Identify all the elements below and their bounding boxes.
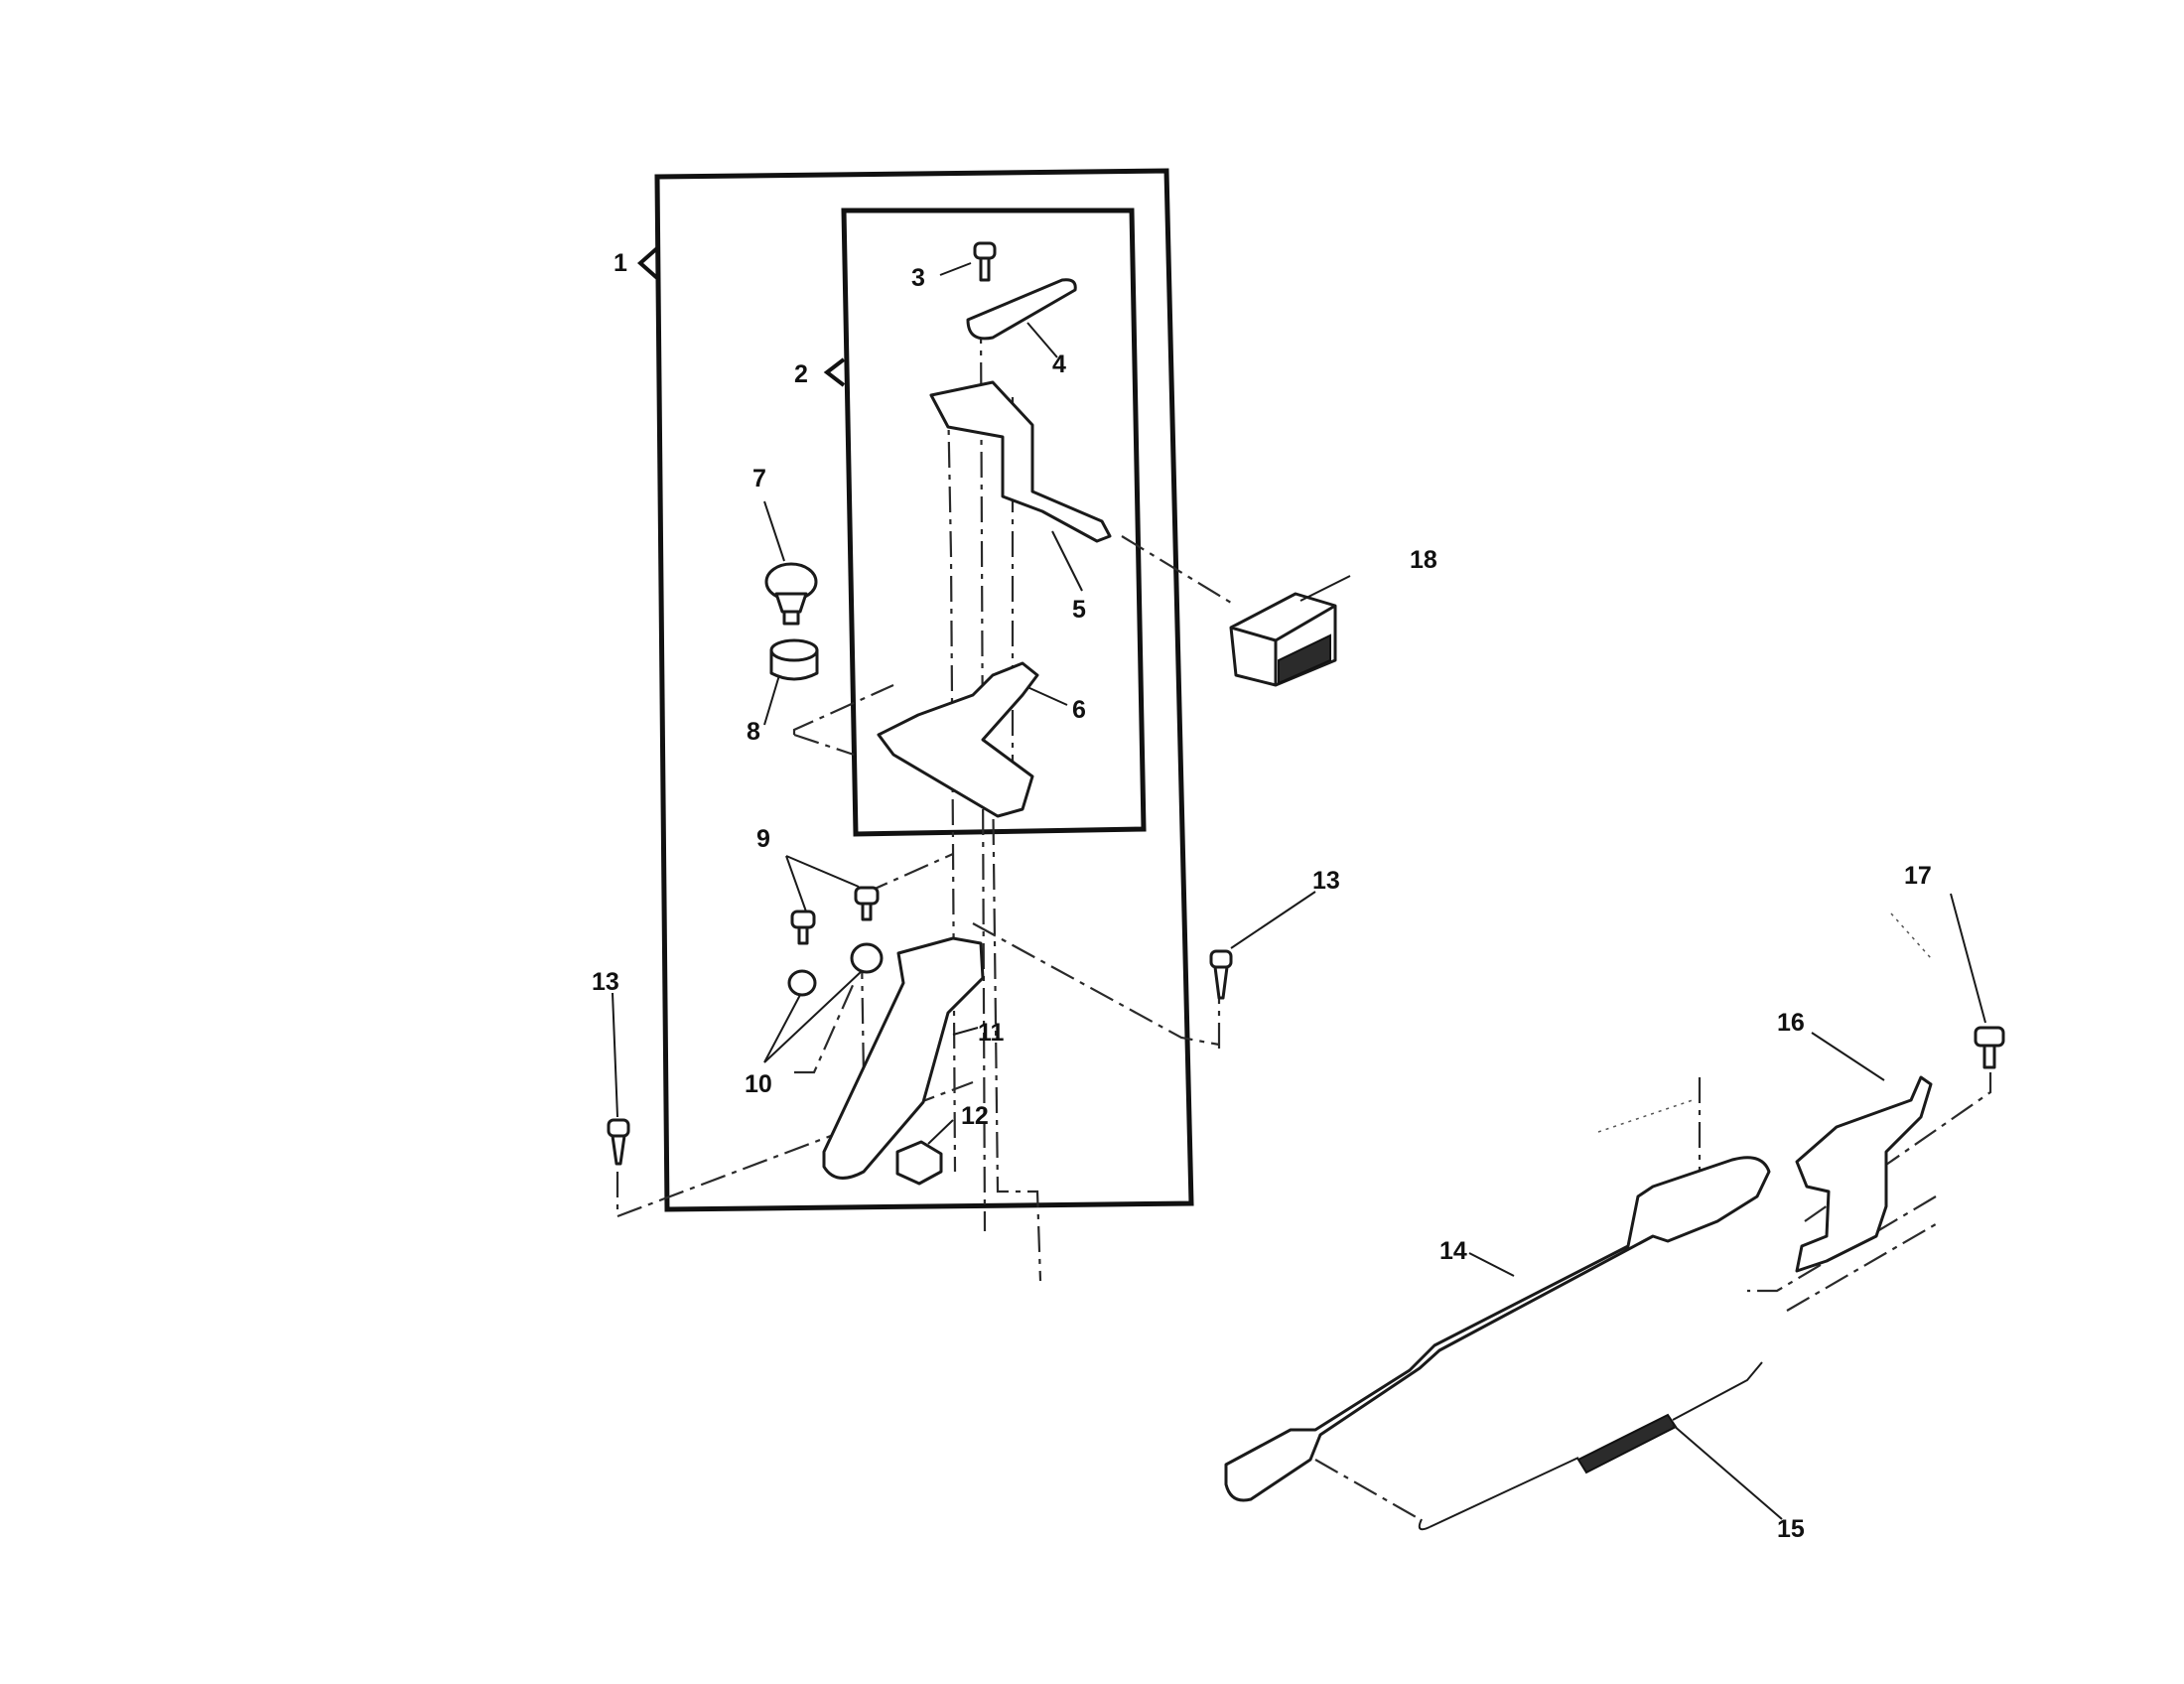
callout-2: 2 xyxy=(794,360,808,388)
callout-11: 11 xyxy=(978,1019,1005,1047)
callout-1: 1 xyxy=(614,249,627,277)
part-4-plate xyxy=(966,278,1077,341)
part-17-pin xyxy=(1974,1026,2005,1069)
part-18-knob xyxy=(1229,592,1337,687)
leader-lines xyxy=(612,262,1986,1520)
part-3-screw xyxy=(973,241,997,282)
callout-6: 6 xyxy=(1072,696,1086,724)
assembly-2-frame xyxy=(841,208,1147,837)
assembly-2-brace xyxy=(823,357,846,387)
callout-3: 3 xyxy=(911,264,925,292)
callout-12: 12 xyxy=(961,1102,989,1130)
callout-13-left: 13 xyxy=(592,968,619,996)
part-5-bracket xyxy=(929,380,1112,543)
callout-15: 15 xyxy=(1777,1515,1805,1543)
callout-9: 9 xyxy=(756,825,770,853)
callout-5: 5 xyxy=(1072,596,1086,624)
part-6-link-plate xyxy=(877,661,1039,818)
part-13-screw-left xyxy=(607,1118,630,1166)
part-9-screw-a xyxy=(790,910,816,945)
part-16-bracket xyxy=(1795,1075,1933,1273)
callout-16: 16 xyxy=(1777,1009,1805,1037)
callout-7: 7 xyxy=(752,465,766,492)
assembly-1-frame xyxy=(654,168,1194,1212)
part-12-nut xyxy=(895,1140,943,1186)
part-13-screw-right xyxy=(1209,949,1233,1000)
part-15-spring xyxy=(1418,1361,1763,1531)
callout-17: 17 xyxy=(1904,862,1932,890)
callout-14: 14 xyxy=(1439,1237,1467,1265)
callout-18: 18 xyxy=(1410,546,1437,574)
part-14-lever xyxy=(1224,1156,1771,1502)
callout-10: 10 xyxy=(745,1070,772,1098)
callout-13-right: 13 xyxy=(1312,867,1340,895)
assembly-1-brace xyxy=(636,246,659,280)
part-9-screw-b xyxy=(854,886,880,921)
part-8-bushing xyxy=(769,638,819,681)
part-10-washer-a xyxy=(787,969,817,997)
callout-8: 8 xyxy=(747,718,760,746)
part-10-washer-b xyxy=(850,942,884,974)
center-lines xyxy=(615,317,1992,1520)
callout-4: 4 xyxy=(1052,351,1066,378)
part-11-lever-plate xyxy=(822,936,985,1180)
part-7-thumb-screw xyxy=(764,562,818,626)
